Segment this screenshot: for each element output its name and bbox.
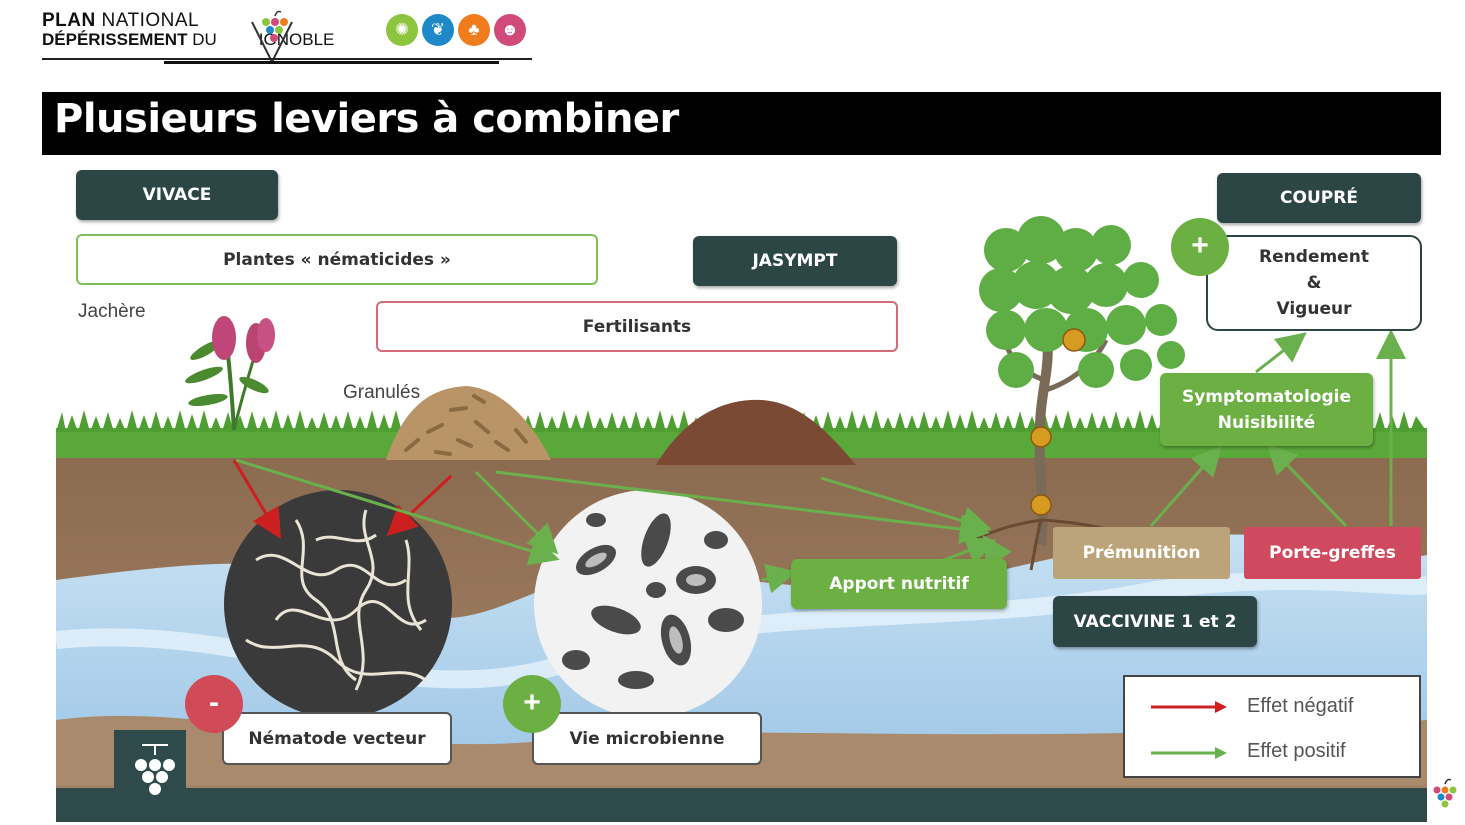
symptomatologie-box: Symptomatologie Nuisibilité <box>1160 373 1373 446</box>
jachere-label: Jachère <box>78 301 146 322</box>
leaf-icon: ❦ <box>422 14 454 46</box>
virus-markers <box>1030 328 1086 516</box>
grape-logo-small-icon <box>1433 778 1457 808</box>
nematode-micrograph <box>224 490 452 718</box>
granules-label: Granulés <box>343 382 421 403</box>
compost-mound <box>656 399 856 465</box>
page-title: Plusieurs leviers à combiner <box>54 96 679 142</box>
granules-pile <box>386 386 551 460</box>
ampersand-label: & <box>1306 273 1322 293</box>
coupre-project: COUPRÉ <box>1217 173 1421 223</box>
nuisibilite-label: Nuisibilité <box>1217 412 1316 433</box>
vigueur-label: Vigueur <box>1276 299 1352 319</box>
symptomatologie-label: Symptomatologie <box>1181 386 1352 407</box>
vivace-project: VIVACE <box>76 170 278 220</box>
grape-v-icon <box>251 10 293 64</box>
diagram-scene: VIVACE Plantes « nématicides » JASYMPT F… <box>56 160 1427 822</box>
logo-underline-bold <box>164 61 499 64</box>
legend-negative-label: Effet négatif <box>1247 695 1354 717</box>
plus-sign-rendement: + <box>1171 218 1229 276</box>
legend-arrows <box>1151 701 1227 759</box>
negative-arrows <box>232 459 453 540</box>
legend: Effet négatif Effet positif <box>1123 675 1421 778</box>
sprout-icon: ♣ <box>458 14 490 46</box>
positive-arrows <box>235 329 1406 594</box>
minus-sign: - <box>185 675 243 733</box>
grape-emblem <box>135 744 175 795</box>
porte-greffes-box: Porte-greffes <box>1244 527 1421 579</box>
people-icon: ☻ <box>494 14 526 46</box>
premunition-box: Prémunition <box>1053 527 1230 579</box>
nematode-vecteur-box: Nématode vecteur <box>222 712 452 765</box>
bug-icon: ✺ <box>386 14 418 46</box>
vie-microbienne-box: Vie microbienne <box>532 712 762 765</box>
vine-foliage <box>979 216 1185 388</box>
logo-underline <box>42 58 532 60</box>
apport-nutritif-box: Apport nutritif <box>791 559 1007 609</box>
plus-sign-vie: + <box>503 675 561 733</box>
vaccivine-project: VACCIVINE 1 et 2 <box>1053 596 1257 647</box>
fertilisants-box: Fertilisants <box>376 301 898 352</box>
legend-positive-label: Effet positif <box>1247 740 1346 762</box>
jasympt-project: JASYMPT <box>693 236 897 286</box>
microbe-micrograph <box>534 490 762 718</box>
plantes-nematicides-box: Plantes « nématicides » <box>76 234 598 285</box>
rendement-vigueur-box: Rendement & Vigueur <box>1206 235 1422 331</box>
logo-line-1: PLAN NATIONAL <box>42 10 200 31</box>
title-bar: Plusieurs leviers à combiner <box>42 92 1441 155</box>
rendement-label: Rendement <box>1259 247 1369 267</box>
jachere-plant <box>185 316 275 431</box>
